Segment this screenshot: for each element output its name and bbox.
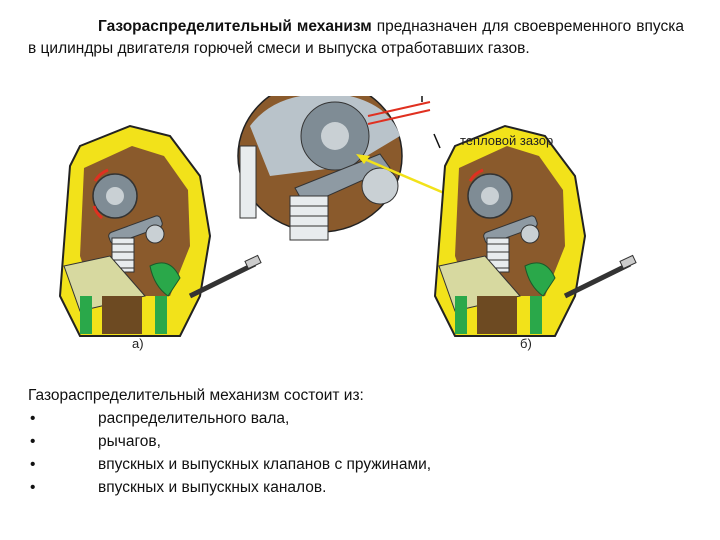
list-item: •распределительного вала, [28, 407, 688, 430]
bullet: • [30, 410, 36, 427]
caption-b: б) [520, 336, 532, 351]
list-item: •впускных и выпускных клапанов с пружина… [28, 453, 688, 476]
list-item: •рычагов, [28, 430, 688, 453]
composition-lead: Газораспределительный механизм состоит и… [28, 387, 364, 404]
intro-paragraph: Газораспределительный механизм предназна… [28, 16, 684, 60]
composition-list: •распределительного вала, •рычагов, •впу… [28, 407, 688, 499]
list-item: •впускных и выпускных каналов. [28, 476, 688, 499]
clearance-zoom-detail [237, 96, 441, 241]
engine-illustration-b [433, 124, 637, 337]
intro-text: предназначен для своевременного впуска в… [28, 18, 684, 57]
bullet: • [30, 479, 36, 496]
engine-illustration-a [58, 124, 262, 337]
valve-mechanism-figure: тепловой зазор а) б) [50, 96, 690, 366]
callout-label: тепловой зазор [460, 133, 553, 148]
caption-a: а) [132, 336, 144, 351]
intro-term: Газораспределительный механизм [98, 18, 372, 35]
bullet: • [30, 433, 36, 450]
composition-section: Газораспределительный механизм состоит и… [28, 384, 688, 499]
bullet: • [30, 456, 36, 473]
